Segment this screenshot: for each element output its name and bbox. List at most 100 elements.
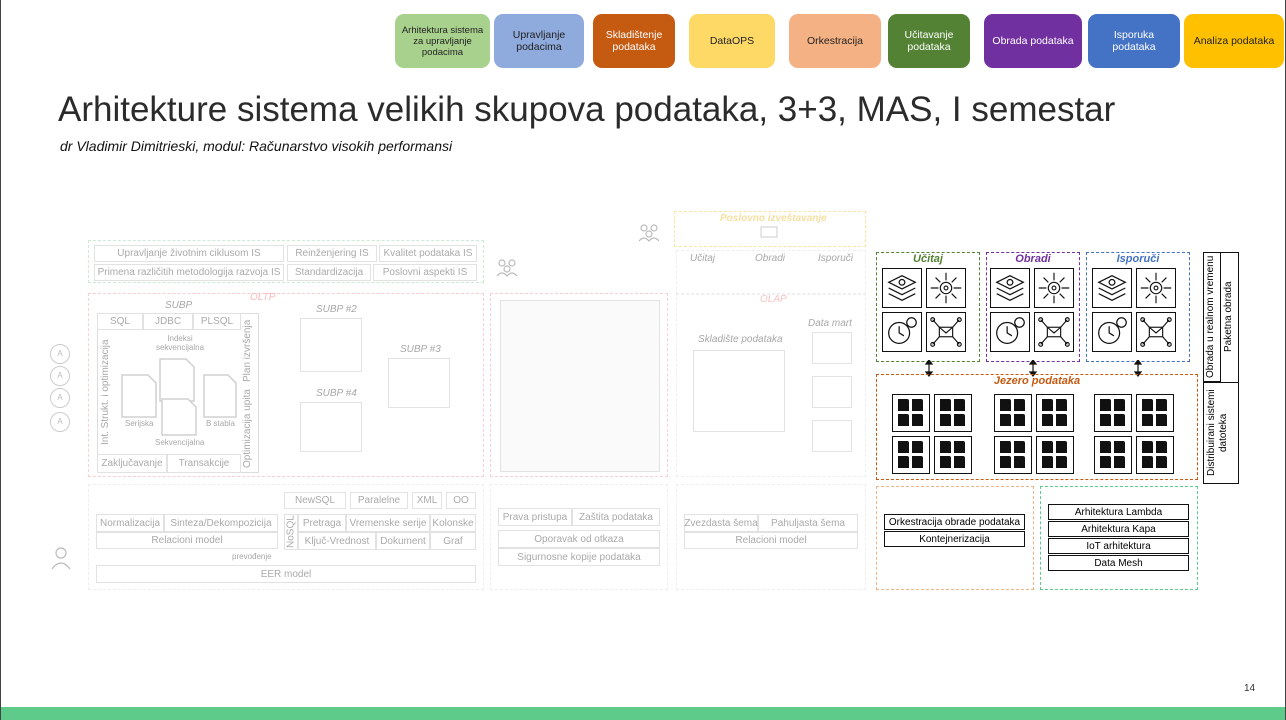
tab-obrada[interactable]: Obrada podataka	[984, 14, 1082, 68]
tab-ucitavanje[interactable]: Učitavanje podataka	[888, 14, 970, 68]
network-gear-icon	[1136, 268, 1176, 308]
page-title: Arhitekture sistema velikih skupova poda…	[58, 90, 1116, 129]
file-icon	[1042, 414, 1053, 426]
tab-dataops[interactable]: DataOPS	[689, 14, 775, 68]
newsql: NewSQL	[284, 492, 346, 509]
file-icon	[912, 456, 923, 468]
zastita-podataka: Zaštita podataka	[572, 508, 660, 526]
file-icon	[1014, 456, 1025, 468]
file-icon	[1042, 456, 1053, 468]
jezero-title: Jezero podataka	[993, 375, 1081, 387]
file-icon	[898, 414, 909, 426]
mail-hub-icon	[1136, 312, 1176, 352]
tab-skladistenje[interactable]: Skladištenje podataka	[593, 14, 675, 68]
file-icon	[1100, 441, 1111, 453]
arch-kapa: Arhitektura Kapa	[1048, 521, 1189, 537]
oracle-architecture-image	[500, 300, 660, 472]
faded-obradi: Obradi	[755, 253, 786, 264]
nosql-item: Kolonske	[430, 514, 476, 532]
file-icon	[1042, 399, 1053, 411]
bottom-bar	[0, 707, 1286, 720]
actor: A	[50, 412, 70, 432]
file-icon	[940, 399, 951, 411]
clock-gear-icon	[882, 312, 922, 352]
layers-gear-icon	[1092, 268, 1132, 308]
subp-label: SUBP	[165, 300, 193, 311]
warehouse-box	[693, 350, 785, 432]
prevodjenje-label: prevođenje	[232, 552, 272, 561]
arch-iot: IoT arhitektura	[1048, 538, 1189, 554]
monitor-icon	[760, 226, 778, 238]
tab-upravljanje[interactable]: Upravljanje podacima	[494, 14, 584, 68]
architectures-group	[1040, 486, 1198, 590]
pahuljasta-sema: Pahuljasta šema	[758, 514, 858, 532]
tab-isporuka[interactable]: Isporuka podataka	[1088, 14, 1180, 68]
plan-label: Plan izvršenja	[242, 319, 253, 383]
file-icon	[1100, 456, 1111, 468]
file-structures-icon	[121, 358, 237, 436]
sekvencijalna-label: Sekvencijalna	[155, 438, 205, 447]
datamart-box	[812, 332, 852, 364]
file-icon	[954, 399, 965, 411]
oporavak: Oporavak od otkaza	[498, 530, 660, 548]
nosql-item: Dokument	[376, 532, 430, 550]
file-tile	[1136, 436, 1174, 474]
sigurnosne-kopije: Sigurnosne kopije podataka	[498, 548, 660, 566]
file-icon	[1156, 414, 1167, 426]
actor: A	[50, 366, 70, 386]
relacioni-model-2: Relacioni model	[684, 532, 858, 549]
file-icon	[912, 441, 923, 453]
file-icon	[1142, 414, 1153, 426]
business-reporting-box	[674, 211, 866, 247]
nosql-item: Vremenske serije	[346, 514, 430, 532]
tab-analiza[interactable]: Analiza podataka	[1184, 14, 1284, 68]
lifecycle-item: Primena različitih metodologija razvoja …	[94, 264, 284, 281]
olap-label: OLAP	[760, 294, 787, 305]
lifecycle-item: Poslovni aspekti IS	[373, 264, 477, 281]
file-icon	[1000, 399, 1011, 411]
layers-gear-icon	[990, 268, 1030, 308]
arch-lambda: Arhitektura Lambda	[1048, 504, 1189, 520]
clock-gear-icon	[990, 312, 1030, 352]
file-icon	[1156, 441, 1167, 453]
file-icon	[1014, 399, 1025, 411]
indeksi-label: Indeksi sekvencijalna	[155, 334, 205, 352]
actor: A	[50, 388, 70, 408]
relacioni-model: Relacioni model	[96, 532, 278, 549]
subp4-label: SUBP #4	[316, 388, 357, 399]
file-icon	[940, 441, 951, 453]
page-subtitle: dr Vladimir Dimitrieski, modul: Računars…	[60, 138, 453, 154]
oltp-box	[88, 293, 484, 477]
mail-hub-icon	[926, 312, 966, 352]
team-icon	[496, 259, 518, 277]
lifecycle-item: Standardizacija	[287, 264, 371, 281]
datamart-label: Data mart	[808, 318, 852, 329]
tab-arhitektura[interactable]: Arhitektura sistema za upravljanje podac…	[395, 14, 490, 68]
int-strukt-label: Int. Strukt. i optimizacija	[100, 339, 111, 445]
team-icon	[638, 224, 660, 242]
tab-orkestracija[interactable]: Orkestracija	[789, 14, 881, 68]
subp-plsql: PLSQL	[193, 313, 241, 330]
file-icon	[1142, 399, 1153, 411]
prava-pristupa: Prava pristupa	[498, 508, 572, 526]
realtime-label: Obrada u realnom vremenu	[1205, 255, 1216, 379]
file-icon	[898, 441, 909, 453]
eer-model: EER model	[96, 565, 476, 583]
file-icon	[954, 441, 965, 453]
subp-sql: SQL	[97, 313, 143, 330]
nosql-item: Graf	[430, 532, 476, 550]
subp3-box	[388, 358, 450, 408]
file-icon	[1156, 456, 1167, 468]
file-icon	[1056, 456, 1067, 468]
realtime-cell	[1203, 252, 1221, 382]
designer-icon	[51, 547, 71, 570]
file-icon	[912, 399, 923, 411]
file-icon	[1042, 441, 1053, 453]
subp-zakljucavanje: Zaključavanje	[97, 454, 167, 473]
file-icon	[940, 414, 951, 426]
jezero-group	[876, 374, 1198, 480]
mail-hub-icon	[1034, 312, 1074, 352]
modeling-box	[88, 484, 484, 590]
page-number: 14	[1244, 683, 1256, 694]
xml: XML	[412, 492, 442, 509]
